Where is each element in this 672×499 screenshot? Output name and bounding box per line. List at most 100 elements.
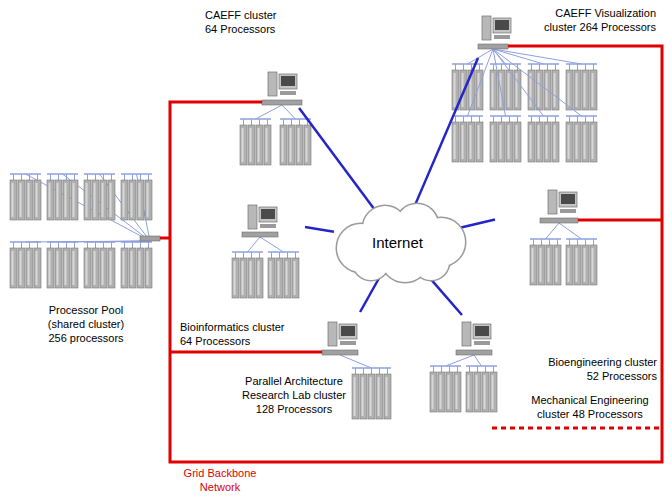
- processor-rack: [546, 245, 553, 285]
- processor-rack: [482, 372, 489, 412]
- processor-rack: [47, 248, 54, 288]
- rack-highlight: [147, 251, 149, 285]
- rack-highlight: [286, 261, 288, 295]
- switch-link: [493, 49, 582, 64]
- rack-drop: [387, 368, 388, 374]
- rack-highlight: [548, 248, 550, 282]
- processor-rack: [498, 122, 505, 162]
- processor-rack: [490, 122, 497, 162]
- processor-rack: [240, 258, 247, 298]
- processor-rack: [506, 122, 513, 162]
- processor-rack: [582, 70, 589, 110]
- rack-bus: [240, 118, 271, 120]
- rack-drop: [549, 239, 550, 245]
- rack-drop: [140, 242, 141, 248]
- processor-rack: [276, 258, 283, 298]
- rack-highlight: [454, 73, 456, 107]
- rack-highlight: [386, 377, 388, 416]
- rack-highlight: [592, 73, 594, 107]
- processor-rack: [280, 125, 287, 165]
- rack-drop: [493, 64, 494, 70]
- rack-highlight: [454, 125, 456, 159]
- rack-highlight: [500, 125, 502, 159]
- rack-highlight: [110, 251, 112, 285]
- rack-highlight: [28, 183, 30, 217]
- keyboard: [280, 91, 296, 95]
- rack-highlight: [282, 128, 284, 162]
- rack-drop: [287, 252, 288, 258]
- rack-highlight: [468, 375, 470, 409]
- rack-drop: [29, 242, 30, 248]
- processor-rack: [544, 122, 551, 162]
- rack-bus: [490, 63, 521, 65]
- network-switch: [322, 350, 358, 355]
- processor-rack: [368, 374, 375, 419]
- network-link: [305, 227, 334, 232]
- rack-highlight: [362, 377, 364, 416]
- rack-drop: [95, 242, 96, 248]
- processor-rack: [490, 70, 497, 110]
- processor-rack: [352, 374, 359, 419]
- internet-cloud: Internet: [325, 200, 473, 285]
- rack-highlight: [86, 251, 88, 285]
- rack-bus: [47, 173, 78, 175]
- processor-rack: [438, 372, 445, 412]
- rack-highlight: [538, 125, 540, 159]
- rack-drop: [371, 368, 372, 374]
- rack-highlight: [576, 248, 578, 282]
- processor-rack: [292, 258, 299, 298]
- processor-rack: [574, 122, 581, 162]
- rack-drop: [291, 119, 292, 125]
- rack-highlight: [306, 128, 308, 162]
- processor-rack: [18, 248, 25, 288]
- rack-highlight: [139, 183, 141, 217]
- rack-bus: [268, 251, 299, 253]
- rack-drop: [13, 242, 14, 248]
- rack-bus: [121, 173, 152, 175]
- keyboard: [494, 35, 510, 39]
- rack-bus: [528, 63, 559, 65]
- rack-highlight: [432, 375, 434, 409]
- rack-drop: [531, 116, 532, 122]
- monitor-screen: [281, 76, 295, 86]
- processor-rack: [304, 125, 311, 165]
- keyboard: [340, 341, 356, 345]
- rack-highlight: [492, 73, 494, 107]
- rack-drop: [50, 242, 51, 248]
- rack-drop: [463, 64, 464, 70]
- rack-highlight: [378, 377, 380, 416]
- switch-link: [493, 49, 582, 116]
- switch-link: [100, 174, 151, 241]
- processor-rack: [552, 70, 559, 110]
- cluster-label: Bioinformatics cluster 64 Processors: [180, 320, 296, 348]
- rack-highlight: [57, 251, 59, 285]
- rack-highlight: [470, 125, 472, 159]
- keyboard: [260, 224, 276, 228]
- processor-rack: [376, 374, 383, 419]
- rack-highlight: [584, 73, 586, 107]
- keyboard: [474, 341, 490, 345]
- rack-drop: [577, 116, 578, 122]
- network-switch: [478, 44, 508, 49]
- switch-link: [474, 355, 482, 366]
- rack-highlight: [258, 128, 260, 162]
- rack-highlight: [492, 125, 494, 159]
- rack-highlight: [576, 73, 578, 107]
- network-link: [461, 219, 495, 227]
- cluster-node: Mechanical Engineering cluster 48 Proces…: [428, 315, 660, 440]
- processor-rack: [63, 180, 70, 220]
- processor-rack: [26, 248, 33, 288]
- rack-drop: [531, 64, 532, 70]
- rack-drop: [74, 174, 75, 180]
- processor-rack: [129, 180, 136, 220]
- network-link: [414, 58, 478, 207]
- processor-rack: [264, 125, 271, 165]
- rack-highlight: [530, 125, 532, 159]
- rack-drop: [235, 252, 236, 258]
- processor-rack: [506, 70, 513, 110]
- switch-link: [248, 237, 261, 252]
- rack-drop: [379, 368, 380, 374]
- rack-drop: [148, 242, 149, 248]
- cluster-label: Bioengineering cluster 52 Processors: [533, 355, 657, 383]
- rack-drop: [585, 116, 586, 122]
